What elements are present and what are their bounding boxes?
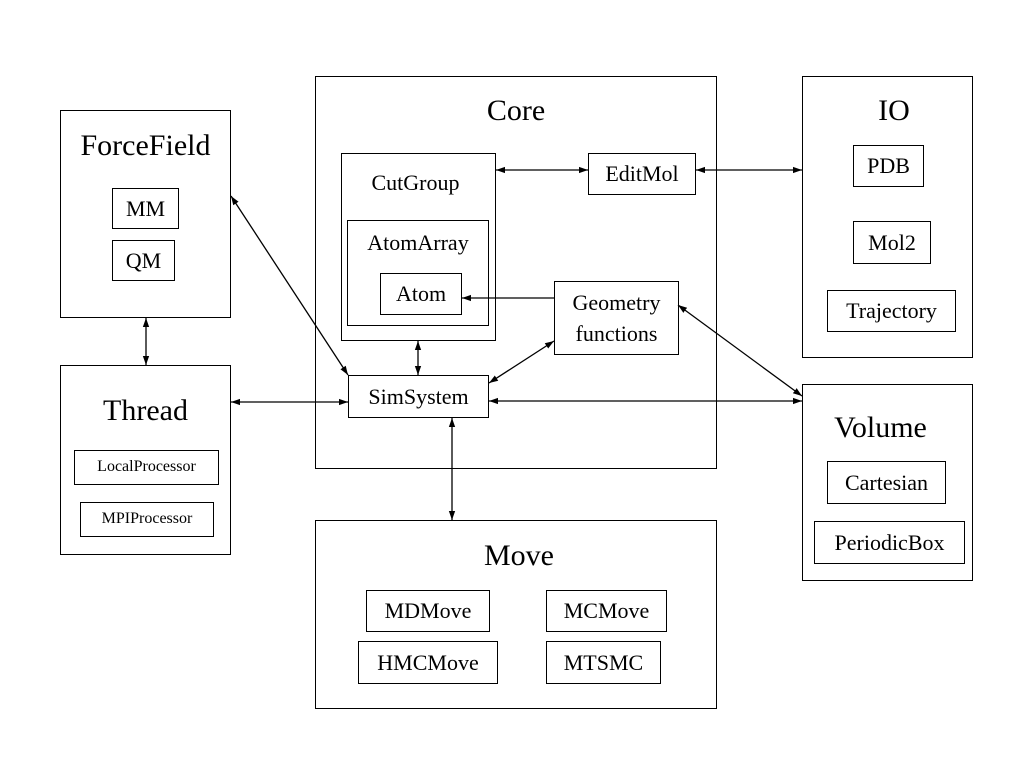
atomarray-box [347,220,489,326]
trajectory-box: Trajectory [827,290,956,332]
cutgroup-box [341,153,496,341]
move-module [315,520,717,709]
geometry-functions-box [554,281,679,355]
editmol-box: EditMol [588,153,696,195]
qm-box: QM [112,240,175,281]
arrow-geometry-volume [677,304,803,397]
mcmove-box: MCMove [546,590,667,632]
forcefield-title: ForceField [80,129,211,162]
pdb-box: PDB [853,145,924,187]
thread-title: Thread [103,394,188,427]
atom-box: Atom [380,273,462,315]
mpiprocessor-box: MPIProcessor [80,502,214,537]
atomarray-label: AtomArray [367,230,469,255]
geometry-label-line2: functions [575,321,658,346]
core-title: Core [486,94,546,127]
simsystem-box: SimSystem [348,375,489,418]
thread-module [60,365,231,555]
move-title: Move [484,539,554,572]
hmcmove-box: HMCMove [358,641,498,684]
mdmove-box: MDMove [366,590,490,632]
arrow-simsystem-geometry [488,340,555,384]
arrow-forcefield-simsystem [230,195,349,376]
forcefield-module [60,110,231,318]
mm-box: MM [112,188,179,229]
volume-title: Volume [834,411,927,444]
core-module [315,76,717,469]
cutgroup-label: CutGroup [371,170,460,195]
mol2-box: Mol2 [853,221,931,264]
localprocessor-box: LocalProcessor [74,450,219,485]
io-module [802,76,973,358]
io-title: IO [878,94,910,127]
mtsmc-box: MTSMC [546,641,661,684]
cartesian-box: Cartesian [827,461,946,504]
geometry-label-line1: Geometry [572,290,661,315]
volume-module [802,384,973,581]
periodicbox-box: PeriodicBox [814,521,965,564]
